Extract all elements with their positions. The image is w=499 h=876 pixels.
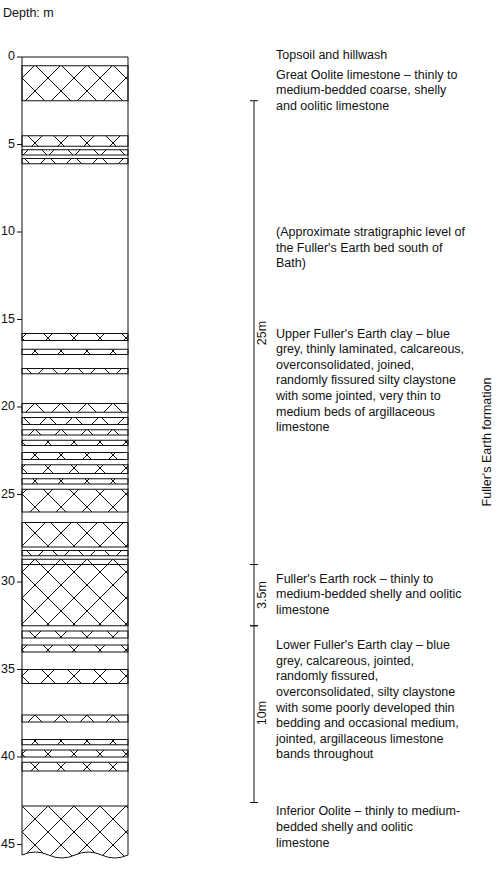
limestone-bed (22, 418, 128, 425)
limestone-bed (22, 565, 128, 626)
limestone-bed (22, 334, 128, 341)
limestone-bed (22, 523, 128, 548)
limestone-bed (22, 559, 128, 564)
limestone-bed (22, 150, 128, 155)
depth-tick (17, 57, 22, 58)
bracket-tick (250, 564, 258, 565)
depth-number: 10 (1, 224, 15, 240)
depth-number: 35 (1, 662, 15, 678)
depth-number: 20 (1, 399, 15, 415)
limestone-bed (22, 670, 128, 684)
layer-note: Upper Fuller's Earth clay – blue grey, t… (276, 327, 468, 436)
depth-tick (17, 407, 22, 408)
depth-tick (17, 319, 22, 320)
bracket-tick (250, 625, 258, 626)
axis-title: Depth: m (3, 6, 54, 22)
limestone-base (22, 806, 128, 858)
depth-number: 30 (1, 574, 15, 590)
limestone-bed (22, 645, 128, 652)
thickness-bracket (254, 626, 255, 803)
depth-number: 45 (1, 837, 15, 853)
layer-note: Great Oolite limestone – thinly to mediu… (276, 68, 468, 115)
bracket-tick (250, 100, 258, 101)
limestone-bed (22, 349, 128, 354)
column-top (22, 57, 128, 58)
depth-tick (17, 582, 22, 583)
depth-number: 40 (1, 749, 15, 765)
limestone-bed (22, 136, 128, 147)
thickness-bracket (254, 565, 255, 626)
depth-tick (17, 144, 22, 145)
limestone-bed (22, 453, 128, 460)
thickness-label: 3.5m (255, 581, 271, 609)
layer-note: Topsoil and hillwash (276, 48, 468, 64)
depth-tick (17, 757, 22, 758)
limestone-bed (22, 66, 128, 101)
limestone-bed (22, 465, 128, 474)
limestone-bed (22, 440, 128, 445)
limestone-bed (22, 740, 128, 745)
depth-number: 0 (8, 49, 15, 65)
limestone-bed (22, 715, 128, 722)
depth-tick (17, 232, 22, 233)
column-edge (22, 57, 23, 806)
depth-number: 25 (1, 487, 15, 503)
limestone-bed (22, 404, 128, 413)
column-edge (128, 57, 129, 806)
limestone-bed (22, 631, 128, 638)
depth-tick (17, 844, 22, 845)
thickness-bracket (254, 101, 255, 565)
layer-note: (Approximate stratigraphic level of the … (276, 225, 468, 272)
layer-note: Fuller's Earth rock – thinly to medium-b… (276, 572, 468, 619)
formation-label: Fuller's Earth formation (480, 378, 496, 507)
limestone-bed (22, 551, 128, 556)
limestone-bed (22, 430, 128, 435)
limestone-bed (22, 479, 128, 484)
depth-number: 15 (1, 312, 15, 328)
bracket-tick (250, 802, 258, 803)
depth-tick (17, 494, 22, 495)
limestone-bed (22, 750, 128, 757)
limestone-bed (22, 159, 128, 164)
bracket-tick (250, 564, 258, 565)
bracket-tick (250, 625, 258, 626)
layer-note: Lower Fuller's Earth clay – blue grey, c… (276, 638, 468, 763)
thickness-label: 25m (255, 320, 271, 344)
limestone-bed (22, 762, 128, 771)
limestone-bed (22, 489, 128, 512)
depth-tick (17, 669, 22, 670)
thickness-label: 10m (255, 701, 271, 725)
limestone-bed (22, 369, 128, 374)
depth-number: 5 (8, 137, 15, 153)
layer-note: Inferior Oolite – thinly to medium-bedde… (276, 804, 468, 851)
